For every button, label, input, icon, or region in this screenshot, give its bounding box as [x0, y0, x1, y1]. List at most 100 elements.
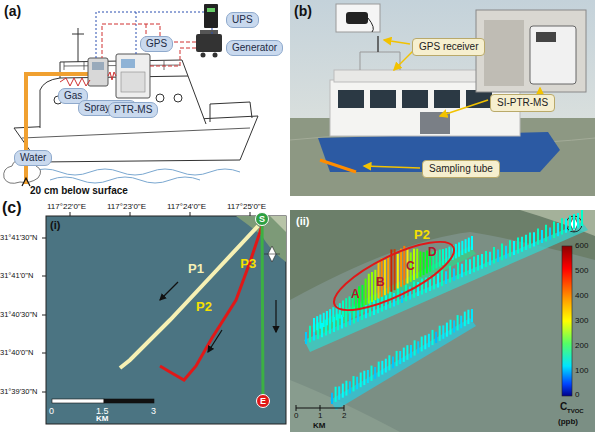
figure-label: 0 [294, 412, 298, 420]
concentration-bar [309, 326, 311, 343]
concentration-bar [323, 313, 325, 327]
boat-photo [384, 40, 410, 44]
figure-label: 3 [151, 407, 156, 416]
component-tag: Generator [226, 40, 283, 56]
node-text: Water [20, 153, 46, 163]
spray-inlet-device [88, 58, 108, 86]
figure-label: KM [313, 422, 325, 430]
boat-photo [530, 26, 576, 84]
route-map [52, 399, 104, 403]
concentration-bar [349, 381, 351, 393]
figure-label: 1 [318, 412, 322, 420]
boat-photo [484, 20, 524, 86]
concentration-bar [342, 384, 344, 398]
concentration-map [296, 405, 344, 411]
concentration-bar [349, 313, 351, 326]
power-devices [204, 4, 218, 28]
figure-label: B [376, 276, 385, 288]
concentration-bar [541, 230, 543, 243]
concentration-bar [468, 238, 470, 252]
route-map [46, 216, 286, 424]
ship-drawing [50, 177, 200, 183]
colorbar-tick: 100 [575, 367, 588, 375]
concentration-bar [457, 315, 459, 330]
ship-drawing [174, 94, 182, 102]
concentration-bar [421, 279, 423, 295]
figure-label: (ii) [296, 216, 309, 227]
signal-wires [102, 24, 196, 58]
concentration-bar [428, 334, 430, 347]
concentration-bar [458, 242, 460, 256]
figure-label: KM [96, 415, 108, 423]
concentration-bar [397, 254, 399, 289]
coordinate-label: 31°41'30"N [0, 234, 38, 242]
power-devices [213, 53, 218, 58]
photo-callout: SI-PTR-MS [490, 94, 555, 112]
concentration-bar [457, 262, 459, 279]
route-map [70, 212, 250, 216]
figure-label: D [428, 246, 437, 258]
ship-drawing [156, 94, 164, 102]
concentration-bar [378, 362, 380, 377]
ship-drawing [22, 128, 250, 138]
concentration-bar [329, 309, 331, 324]
concentration-bar [449, 266, 451, 283]
concentration-bar [410, 345, 412, 358]
concentration-bar [414, 340, 416, 355]
concentration-bar [473, 257, 475, 273]
figure-label: C [406, 260, 415, 272]
concentration-bar [505, 246, 507, 259]
concentration-bar [465, 259, 467, 275]
sampling-tube [22, 74, 90, 186]
concentration-bar [545, 225, 547, 242]
node-text: SI-PTR-MS [497, 98, 548, 108]
concentration-bar [363, 371, 365, 385]
concentration-bar [403, 246, 405, 285]
concentration-bar [465, 239, 467, 253]
concentration-bar [371, 366, 373, 381]
concentration-bar [445, 271, 447, 284]
boat-photo [290, 0, 595, 196]
concentration-bar [439, 326, 441, 341]
concentration-bar [493, 247, 495, 264]
concentration-bar [453, 268, 455, 280]
figure-label: 2 [342, 412, 346, 420]
ptr-ms-device [116, 54, 150, 98]
concentration-bar [453, 320, 455, 332]
figure-label: (a) [4, 4, 21, 18]
node-text: E [260, 397, 266, 406]
concentration-bar [316, 316, 318, 330]
node-text: PTR-MS [114, 105, 152, 115]
component-tag: Water [14, 150, 52, 166]
sampling-tube [22, 178, 30, 186]
concentration-bar [381, 361, 383, 375]
signal-wires [96, 12, 204, 58]
concentration-bar [345, 381, 347, 396]
concentration-map [562, 246, 572, 396]
figure-label: (ppb) [558, 418, 578, 426]
concentration-bars [306, 210, 582, 404]
concentration-bar [565, 218, 567, 232]
route-map [264, 254, 280, 255]
concentration-bar [481, 254, 483, 269]
coordinate-label: 117°23'0"E [107, 203, 146, 211]
concentration-bar [360, 373, 362, 388]
concentration-bar [525, 235, 527, 250]
concentration-map [290, 210, 595, 432]
boat-photo [434, 90, 460, 108]
concentration-bar [442, 325, 444, 338]
colorbar-tick: 600 [575, 242, 588, 250]
concentration-bar [313, 318, 315, 332]
hotspot-ellipse [326, 229, 462, 323]
concentration-bar [461, 264, 463, 278]
boat-photo [370, 90, 396, 108]
boat-photo [440, 100, 488, 116]
concentration-bar [432, 330, 434, 345]
route-map [42, 238, 46, 392]
route-map [270, 216, 286, 232]
figure-label: P2 [414, 228, 430, 241]
concentration-map [520, 210, 595, 236]
concentration-bar [401, 291, 403, 303]
concentration-bar [339, 303, 341, 318]
concentration-map [290, 210, 595, 432]
